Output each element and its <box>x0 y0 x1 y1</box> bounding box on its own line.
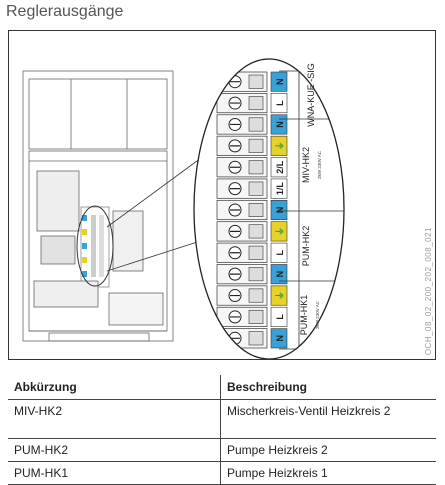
terminal-color-block <box>270 178 288 199</box>
terminal-screw <box>216 328 268 349</box>
table-cell-abbreviation: MIV-HK2 <box>8 399 221 439</box>
terminal-color-block <box>270 328 288 349</box>
terminal-label: 2/L <box>275 160 285 174</box>
terminal-label: N <box>275 271 285 278</box>
terminal-color-block <box>270 135 288 156</box>
group-label-miv: MIV-HK2 <box>301 147 311 183</box>
table-cell-description: Pumpe Heizkreis 1 <box>220 461 436 485</box>
terminal-color-block <box>270 306 288 327</box>
terminal-label: 1/L <box>275 182 285 196</box>
column-header-description: Beschreibung <box>220 375 436 400</box>
terminal-screw <box>216 199 268 221</box>
terminal-screw <box>216 264 268 285</box>
table-row: PUM-HK1 Pumpe Heizkreis 1 <box>8 461 436 485</box>
terminal-label: ⏚ <box>275 141 285 150</box>
terminal-screw <box>216 221 268 242</box>
cabinet-terminal-strip <box>82 215 104 277</box>
terminal-screw <box>216 242 268 263</box>
terminal-screw <box>216 135 268 156</box>
pum1-spec-label: 2kW 230V AC <box>315 300 320 329</box>
terminal-color-block <box>270 93 288 114</box>
terminal-screw <box>216 114 268 135</box>
terminal-color-block <box>270 285 288 306</box>
terminal-screw <box>216 285 268 306</box>
terminal-color-block <box>270 242 288 263</box>
group-label-wna: WNA-KUE -SIG <box>306 63 316 127</box>
table-cell-abbreviation: PUM-HK1 <box>8 461 221 485</box>
terminal-screw-blocks <box>216 71 268 349</box>
terminal-color-block <box>270 221 288 242</box>
table-cell-abbreviation: PUM-HK2 <box>8 438 221 462</box>
controller-cabinet <box>22 70 174 342</box>
group-label-pum1: PUM-HK1 <box>299 295 309 336</box>
terminal-color-block <box>270 264 288 285</box>
table-header-row: Abkürzung Beschreibung <box>8 375 436 400</box>
terminal-screw <box>216 93 268 114</box>
table-row: MIV-HK2 Mischerkreis-Ventil Heizkreis 2 <box>8 399 436 439</box>
terminal-label: ⏚ <box>275 227 285 236</box>
terminal-label: N <box>275 335 285 342</box>
table-cell-description: Mischerkreis-Ventil Heizkreis 2 <box>220 399 436 439</box>
wiring-figure: N L N ⏚ 2/L 1/L N ⏚ L N ⏚ L N WNA-KUE -SIG MIV-HK2 2… <box>8 30 436 360</box>
figure-code: OCH_08_02_200_202_008_021 <box>424 226 433 355</box>
group-label-pum2: PUM-HK2 <box>301 226 311 267</box>
terminal-color-block <box>270 200 288 220</box>
zoom-marker <box>76 205 114 287</box>
terminal-label: L <box>275 314 285 320</box>
terminal-label: L <box>275 250 285 256</box>
terminal-label: ⏚ <box>275 291 285 300</box>
miv-spec-label: 2kW 230V AC <box>317 150 322 179</box>
controller-diagram: N L N ⏚ 2/L 1/L N ⏚ L N ⏚ L N WNA-KUE -SIG MIV-HK2 2… <box>22 58 345 359</box>
terminal-label: N <box>275 121 285 128</box>
table-cell-description: Pumpe Heizkreis 2 <box>220 438 436 462</box>
terminal-label: L <box>275 100 285 106</box>
terminal-color-block <box>270 114 288 135</box>
table-row: PUM-HK2 Pumpe Heizkreis 2 <box>8 438 436 462</box>
magnified-view-border <box>193 58 345 359</box>
terminal-label: N <box>275 78 285 85</box>
page-title: Reglerausgänge <box>6 3 124 20</box>
column-header-abbreviation: Abkürzung <box>8 375 221 400</box>
terminal-screw <box>216 306 268 327</box>
terminal-label: N <box>275 207 285 214</box>
terminal-color-block <box>270 157 288 178</box>
terminal-screw <box>216 157 268 178</box>
abbreviation-table: Abkürzung Beschreibung MIV-HK2 Mischerkr… <box>8 375 436 485</box>
magnified-view: N L N ⏚ 2/L 1/L N ⏚ L N ⏚ L N <box>194 59 344 359</box>
terminal-screw <box>216 178 268 199</box>
terminal-label-column: N L N ⏚ 2/L 1/L N ⏚ L N ⏚ L N <box>270 71 288 349</box>
terminal-color-block <box>270 71 288 92</box>
